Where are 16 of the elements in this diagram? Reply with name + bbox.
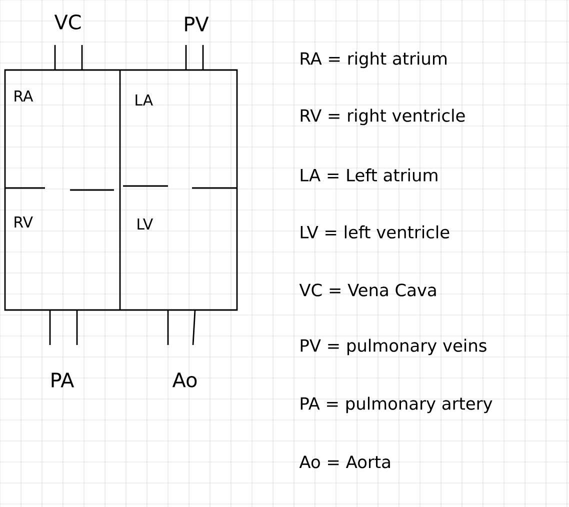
key-entry: PV = pulmonary veins: [300, 338, 486, 356]
chamber-label: LV: [138, 218, 153, 230]
key-entry: VC = Vena Cava: [299, 284, 436, 296]
key-entry: RV = right ventricle: [300, 108, 465, 126]
vessel-label: PA: [52, 372, 74, 388]
key-entry: LV = left ventricle: [300, 225, 450, 239]
chamber-label: RA: [14, 90, 34, 102]
chamber-label: RV: [14, 216, 33, 228]
key-entry: PA = pulmonary artery: [300, 396, 492, 414]
key-entry: Ao = Aorta: [299, 456, 390, 468]
key-entry: RA = right atrium: [300, 52, 446, 68]
vessel-label: Ao: [172, 372, 197, 388]
vessel-label: PV: [185, 16, 209, 32]
key-entry: LA = Left atrium: [300, 168, 438, 182]
chamber-label: LA: [136, 94, 153, 106]
vessel-label: VC: [54, 14, 81, 30]
